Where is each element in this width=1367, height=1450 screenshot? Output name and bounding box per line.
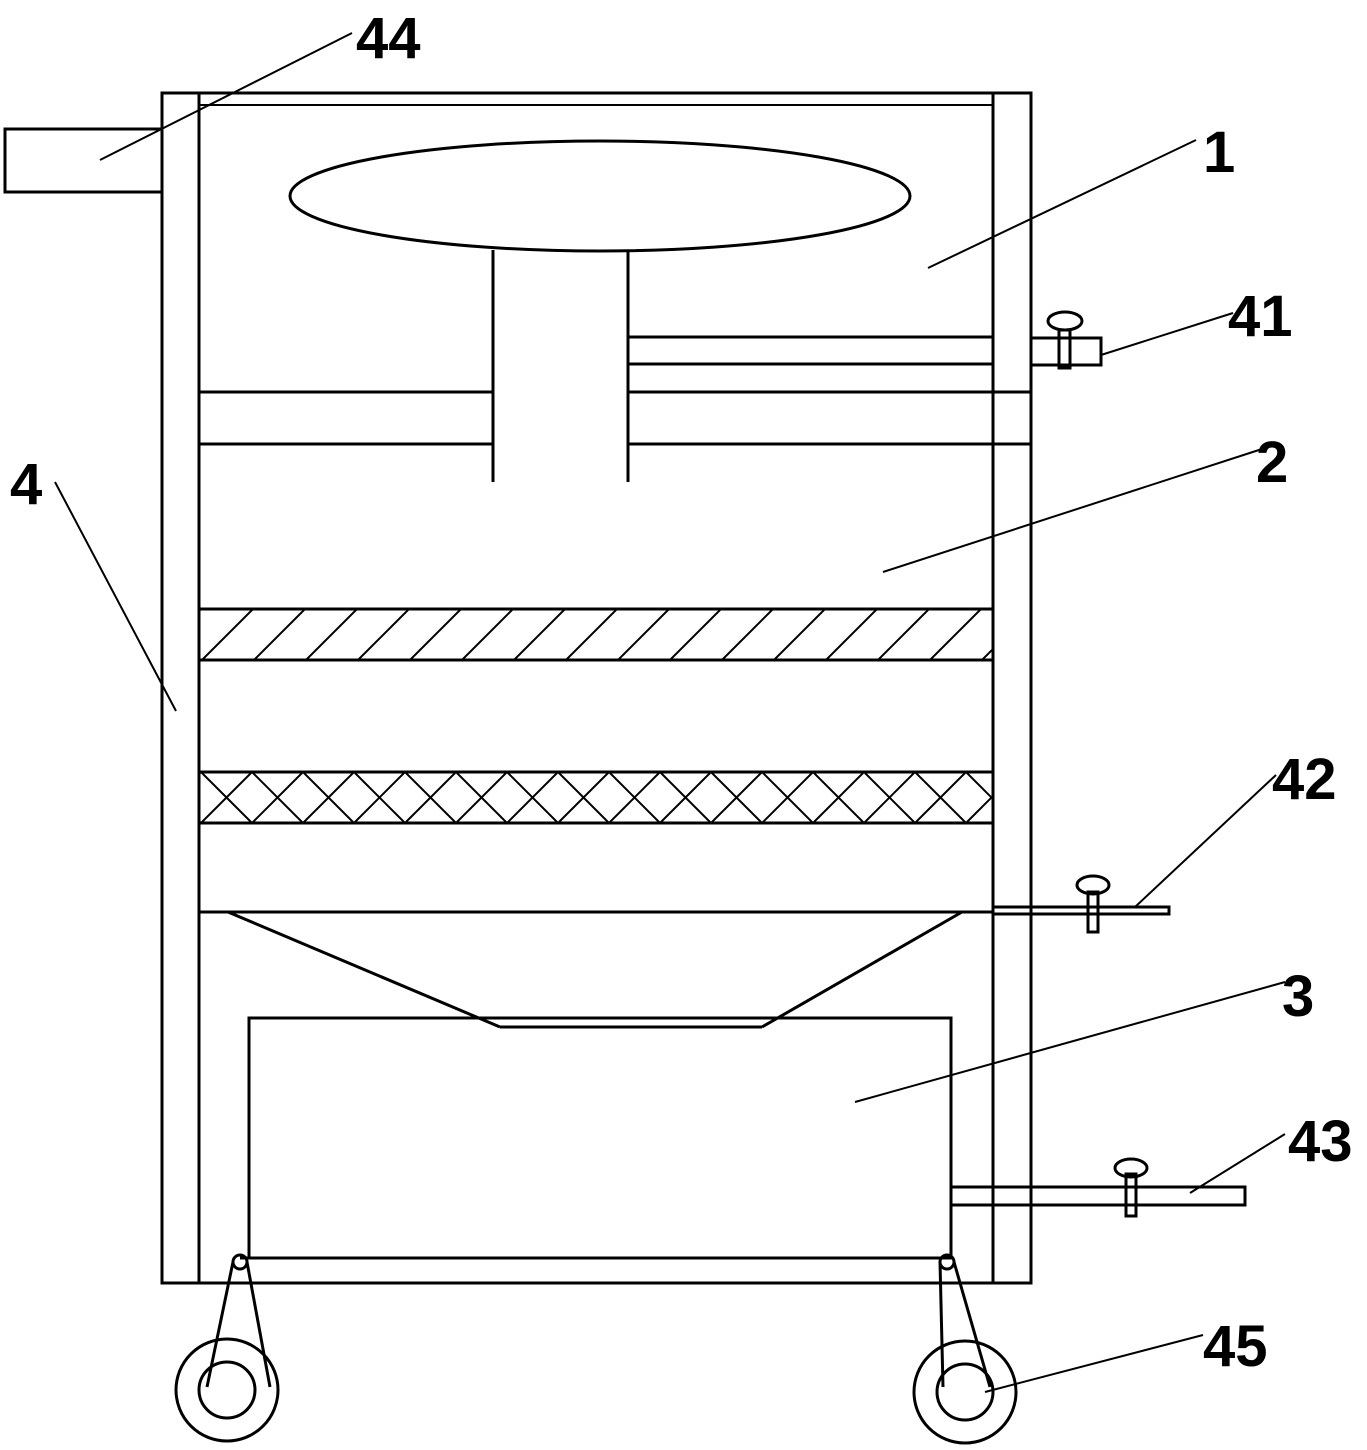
funnel-and-collector [199, 910, 993, 1285]
label-3: 3 [1282, 964, 1314, 1029]
valve-41 [1029, 310, 1103, 370]
valve-42 [991, 874, 1171, 934]
label-42: 42 [1272, 747, 1337, 812]
outer-frame [160, 91, 1033, 1285]
hatched-filter-layer [197, 607, 995, 662]
label-4: 4 [10, 452, 42, 517]
label-44: 44 [356, 6, 421, 71]
valve-43 [949, 1157, 1247, 1218]
rotating-disc-assembly [288, 139, 912, 482]
mesh-filter-layer [197, 770, 995, 825]
left-wheel [174, 1253, 280, 1443]
leader-lines [54, 32, 1286, 1393]
right-wheel [912, 1253, 1018, 1445]
label-43: 43 [1288, 1109, 1353, 1174]
label-41: 41 [1228, 284, 1293, 349]
label-2: 2 [1256, 430, 1288, 495]
partition-plates [199, 335, 1031, 446]
label-45: 45 [1203, 1314, 1268, 1379]
label-1: 1 [1203, 120, 1235, 185]
inlet-pipe [3, 127, 164, 194]
